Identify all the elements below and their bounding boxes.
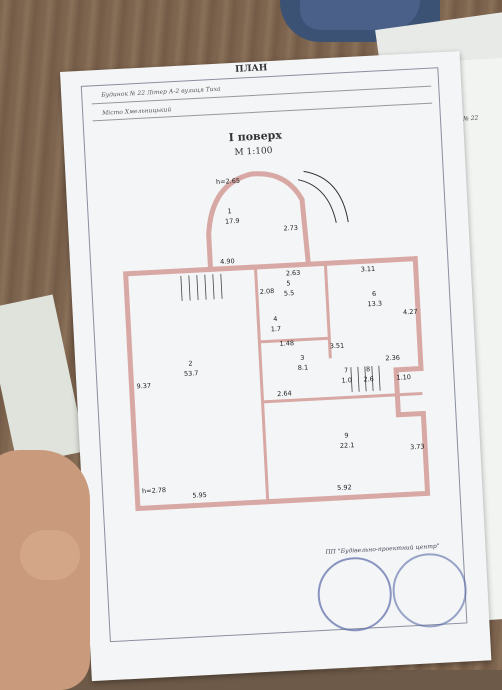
room-9-area: 22.1 — [340, 441, 355, 450]
dim-208: 2.08 — [260, 287, 275, 296]
room-6-num: 6 — [372, 290, 377, 298]
dim-263: 2.63 — [286, 269, 301, 278]
room-6-area: 13.3 — [367, 299, 382, 308]
room-8-area: 2.6 — [363, 375, 374, 384]
outer-wall — [123, 256, 431, 512]
bay-wall — [206, 171, 311, 270]
room-3-area: 8.1 — [298, 363, 309, 372]
room-9-num: 9 — [344, 431, 349, 439]
dim-937: 9.37 — [136, 382, 151, 391]
dim-595: 5.95 — [192, 491, 207, 500]
dim-264: 2.64 — [277, 389, 292, 398]
room-7-num: 7 — [344, 366, 349, 374]
partition-1 — [253, 266, 270, 502]
room-4-area: 1.7 — [271, 325, 282, 334]
room-2-num: 2 — [188, 359, 193, 367]
floor-plan-page: ПЛАН Будинок № 22 Літер А-2 вулиця Тиха … — [60, 51, 492, 682]
dim-h2: h=2.78 — [142, 486, 166, 495]
dim-373: 3.73 — [410, 442, 425, 451]
bay-window-arc-2 — [297, 179, 337, 223]
partition-4 — [259, 336, 330, 344]
dim-592: 5.92 — [337, 483, 352, 492]
dim-110: 1.10 — [396, 373, 411, 382]
dim-351: 3.51 — [330, 342, 345, 351]
room-8-num: 8 — [366, 365, 371, 373]
room-3-num: 3 — [300, 354, 305, 362]
room-1-num: 1 — [227, 207, 232, 215]
dim-311: 3.11 — [361, 265, 376, 274]
thumb — [20, 530, 80, 580]
stairs-2 — [350, 365, 381, 393]
room-5-area: 5.5 — [284, 289, 295, 298]
room-5-num: 5 — [286, 279, 291, 287]
partition-3 — [323, 263, 332, 359]
dim-148: 1.48 — [279, 339, 294, 348]
dim-490: 4.90 — [220, 257, 235, 266]
partition-2 — [262, 391, 423, 404]
bay-window-arc — [303, 170, 349, 223]
floor-plan-drawing: 1 17.9 2 53.7 3 8.1 4 1.7 5 5.5 6 13.3 7… — [123, 170, 431, 512]
room-7-area: 1.0 — [341, 376, 352, 385]
room-1-area: 17.9 — [225, 217, 240, 226]
stairs — [180, 273, 223, 301]
dim-273: 2.73 — [283, 224, 298, 233]
dim-h1: h=2.65 — [216, 177, 240, 186]
room-4-num: 4 — [273, 315, 278, 323]
room-2-area: 53.7 — [184, 369, 199, 378]
dim-236: 2.36 — [385, 354, 400, 363]
dim-427: 4.27 — [403, 308, 418, 317]
jeans-highlight — [300, 0, 420, 30]
